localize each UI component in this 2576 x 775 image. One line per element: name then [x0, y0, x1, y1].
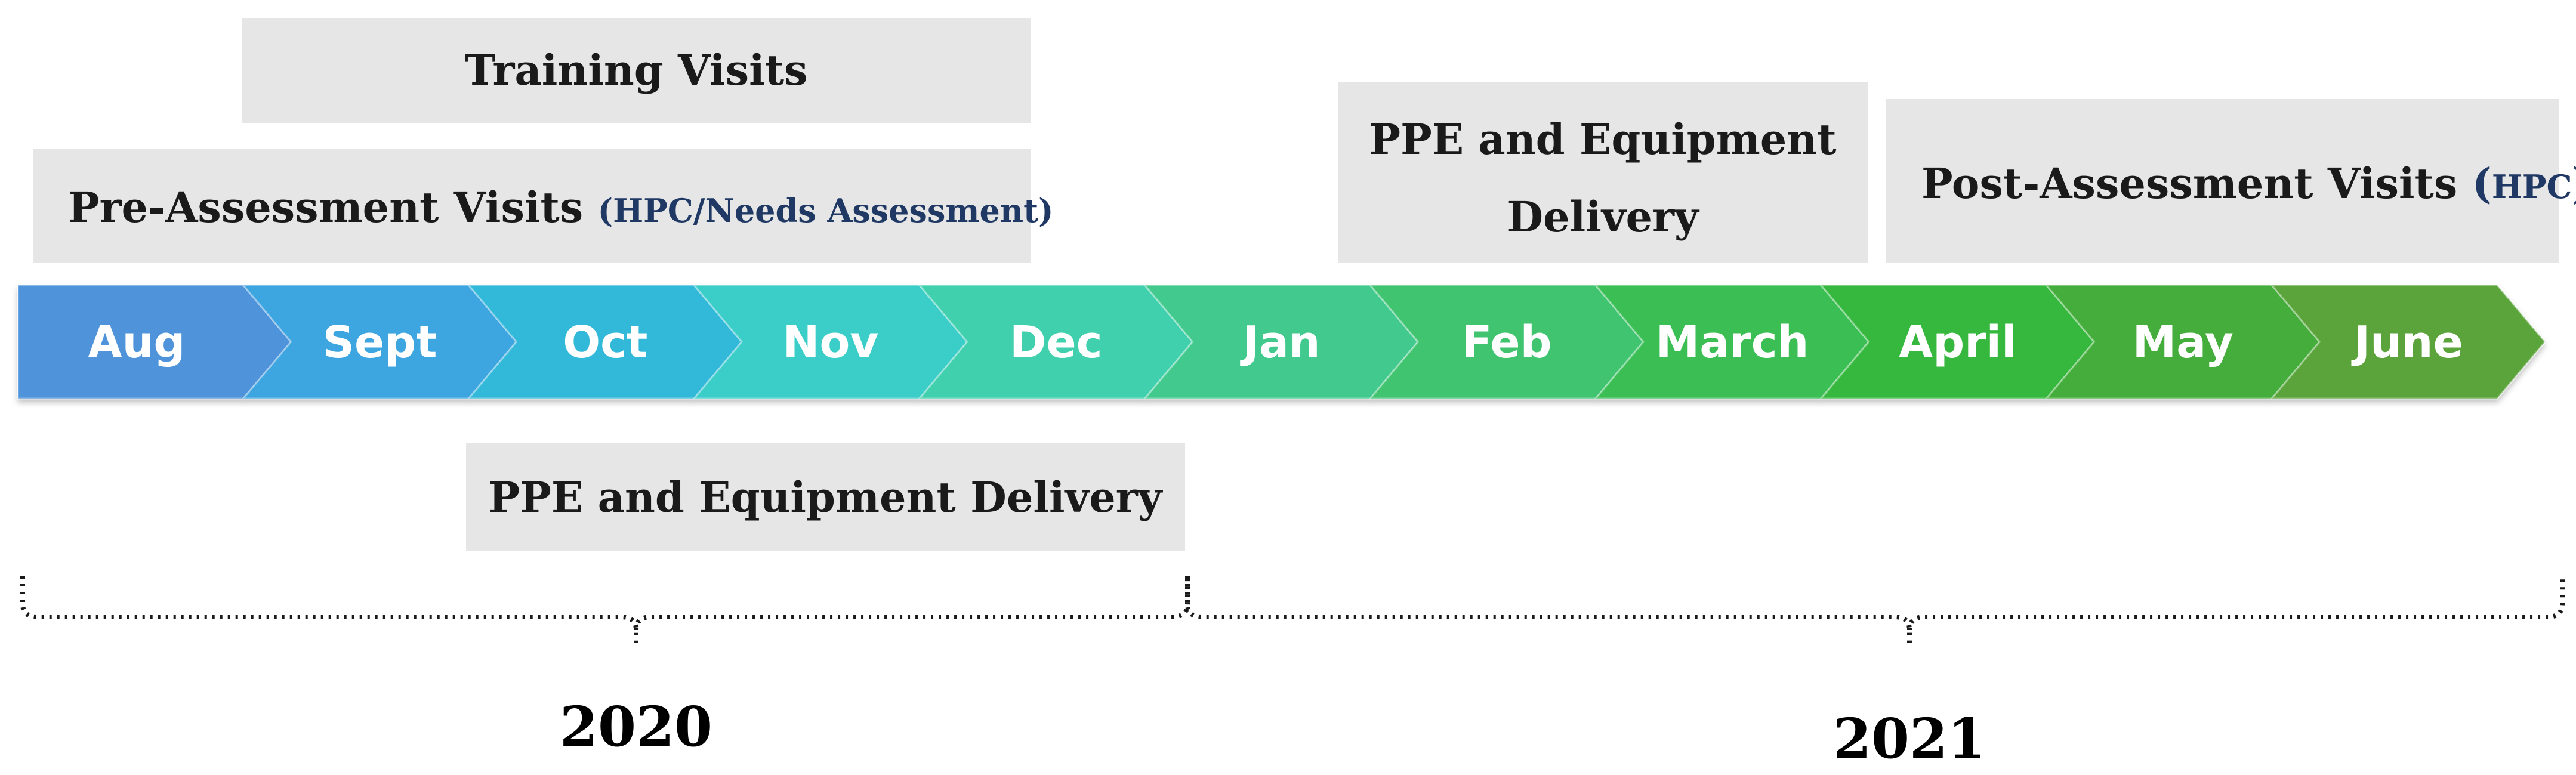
post-assessment-visits-box: Post-Assessment Visits (HPC): [1886, 99, 2576, 263]
ppe-equipment-delivery-bottom-box: PPE and Equipment Delivery: [466, 443, 1185, 551]
pre-assessment-detail: (HPC/Needs Assessment): [598, 192, 1054, 230]
month-timeline-band: Aug Sept Oct Nov Dec Jan Feb March April May June: [17, 284, 2546, 400]
pre-assessment-visits-label: Pre-Assessment Visits (HPC/Needs Assessm…: [68, 183, 1054, 232]
month-label: May: [2133, 317, 2234, 368]
month-label: Dec: [1010, 317, 1102, 368]
month-label: Aug: [88, 317, 185, 368]
month-label: Feb: [1462, 317, 1552, 368]
month-label: Sept: [323, 317, 437, 368]
post-assessment-visits-label: Post-Assessment Visits (HPC): [1921, 159, 2576, 208]
ppe-equipment-delivery-top-box: PPE and Equipment Delivery: [1338, 82, 1868, 263]
month-label: April: [1899, 317, 2016, 368]
month-chevron: [2270, 284, 2546, 400]
post-assessment-title: Post-Assessment Visits: [1921, 159, 2472, 208]
year-brace-2020: [20, 576, 1190, 647]
post-assessment-paren-open: (: [2472, 159, 2492, 208]
month-label: June: [2351, 317, 2463, 368]
year-2021-label: 2021: [1833, 706, 1986, 771]
pre-assessment-visits-box: Pre-Assessment Visits (HPC/Needs Assessm…: [33, 149, 1054, 263]
month-label: March: [1656, 317, 1809, 368]
training-visits-label: Training Visits: [465, 45, 808, 95]
year-2020-label: 2020: [560, 694, 712, 759]
ppe-top-line2: Delivery: [1507, 192, 1700, 242]
ppe-bottom-label: PPE and Equipment Delivery: [489, 473, 1164, 522]
month-label: Nov: [783, 317, 879, 368]
pre-assessment-title: Pre-Assessment Visits: [68, 183, 598, 232]
post-assessment-paren-close: ): [2572, 159, 2576, 208]
ppe-top-line1: PPE and Equipment: [1369, 115, 1836, 164]
month-label: Jan: [1239, 317, 1320, 368]
month-label: Oct: [563, 317, 647, 368]
training-visits-box: Training Visits: [242, 18, 1031, 123]
post-assessment-detail: HPC: [2492, 168, 2572, 206]
year-brace-2021: [1185, 576, 2565, 647]
